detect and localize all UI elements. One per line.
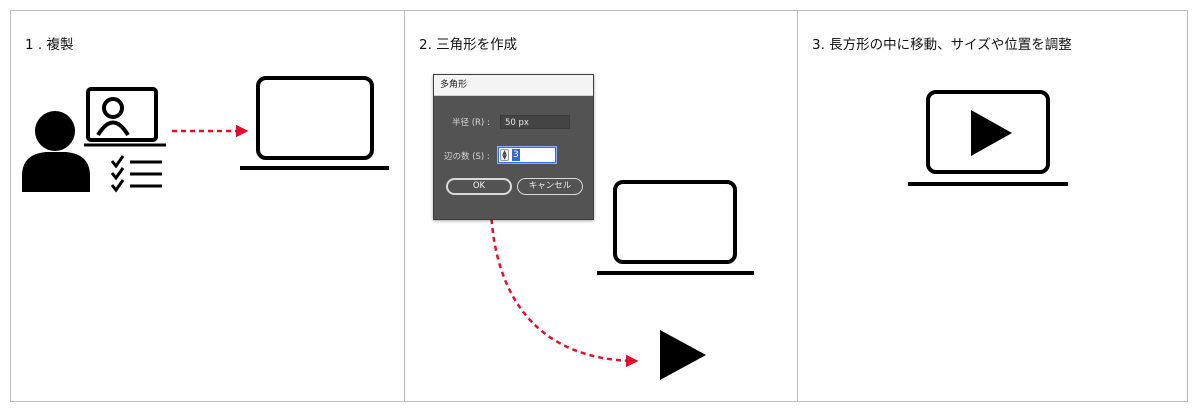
laptop-icon bbox=[597, 180, 754, 275]
sides-label: 辺の数 (S) : bbox=[444, 152, 490, 162]
dialog-title: 多角形 bbox=[434, 75, 593, 96]
radius-input[interactable]: 50 px bbox=[500, 115, 570, 129]
step-2-title: 2. 三角形を作成 bbox=[419, 37, 518, 53]
play-icon bbox=[908, 90, 1068, 186]
panel-step-3: 3. 長方形の中に移動、サイズや位置を調整 bbox=[797, 11, 1189, 401]
sides-input[interactable]: ▲▼ 3 bbox=[498, 147, 556, 163]
panel-step-2: 2. 三角形を作成 bbox=[404, 11, 797, 401]
laptop-icon bbox=[240, 76, 389, 170]
ok-button[interactable]: OK bbox=[446, 178, 512, 195]
step-3-title: 3. 長方形の中に移動、サイズや位置を調整 bbox=[812, 37, 1072, 53]
triangle-icon bbox=[660, 330, 706, 380]
panel-step-1: 1 . 複製 bbox=[11, 11, 404, 401]
steps-diagram: 1 . 複製 2. 三角形を作成 3. 長方形の中に移動、サイズや位置を調整 bbox=[10, 10, 1188, 402]
cancel-button[interactable]: キャンセル bbox=[517, 178, 583, 195]
user-video-icon bbox=[22, 87, 166, 192]
checklist-icon bbox=[110, 155, 162, 193]
stepper-icon[interactable]: ▲▼ bbox=[500, 149, 509, 161]
step-1-title: 1 . 複製 bbox=[25, 37, 74, 53]
radius-label: 半径 (R) : bbox=[452, 118, 490, 128]
polygon-dialog: 多角形 半径 (R) : 50 px 辺の数 (S) : ▲▼ 3 OK キャン… bbox=[433, 74, 594, 220]
move-arrow bbox=[489, 209, 639, 368]
sides-value: 3 bbox=[512, 149, 520, 161]
